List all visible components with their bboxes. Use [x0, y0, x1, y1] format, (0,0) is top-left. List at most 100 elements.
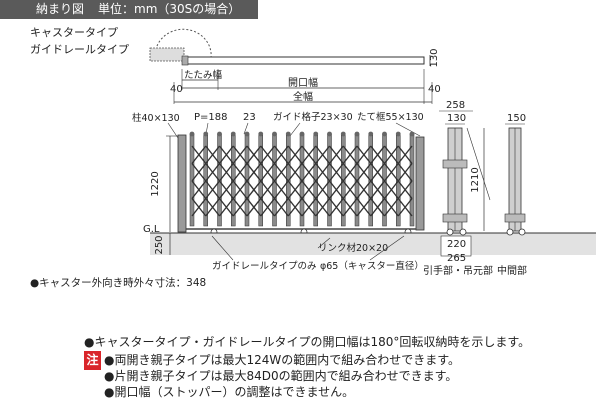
scissor-link	[397, 180, 413, 199]
scissor-link	[260, 145, 276, 164]
scissor-link	[218, 180, 234, 199]
scissor-link	[191, 180, 207, 199]
bar-cap	[244, 131, 250, 137]
caster-wheel	[518, 228, 526, 236]
scissor-link	[218, 145, 234, 164]
bar-cap	[230, 131, 236, 137]
middle-width: 150	[507, 113, 526, 124]
scissor-link	[246, 163, 262, 182]
scissor-link	[383, 198, 399, 217]
scissor-link	[370, 163, 386, 182]
left-post	[177, 134, 187, 233]
scissor-link	[342, 198, 358, 217]
scissor-link	[342, 145, 358, 164]
bar-cap	[409, 131, 415, 137]
total-width-label: 全幅	[293, 90, 313, 103]
scissor-link	[191, 198, 207, 217]
pull-depth: 130	[447, 113, 466, 124]
ground-section	[150, 233, 596, 255]
right-frame	[415, 136, 425, 231]
scissor-link	[342, 163, 358, 182]
scissor-link	[315, 198, 331, 217]
scissor-link	[260, 180, 276, 199]
header-unit: 単位：mm（30Sの場合）	[98, 2, 241, 16]
folded-outline	[149, 47, 185, 62]
diagram-header: 納まり図単位：mm（30Sの場合）	[0, 0, 258, 19]
scissor-link	[328, 163, 344, 182]
scissor-link	[383, 163, 399, 182]
caster-outer-dimension-note: ●キャスター外向き時外々寸法：348	[30, 276, 206, 289]
note-item: ●両開き親子タイプは最大124Wの範囲内で組み合わせできます。	[104, 353, 461, 367]
scissor-link	[370, 180, 386, 199]
post-top	[181, 55, 189, 66]
scissor-link	[232, 163, 248, 182]
scissor-link	[287, 198, 303, 217]
scissor-link	[397, 145, 413, 164]
pull-base-bottom: 265	[447, 253, 466, 264]
scissor-link	[397, 198, 413, 217]
side-view-middle: 150 中間部	[497, 113, 527, 277]
scissor-link	[328, 145, 344, 164]
scissor-link	[273, 180, 289, 199]
scissor-link	[246, 145, 262, 164]
scissor-link	[287, 180, 303, 199]
gap-label: 23	[243, 112, 256, 123]
scissor-link	[205, 145, 221, 164]
scissor-link	[273, 145, 289, 164]
scissor-link	[328, 180, 344, 199]
bar-cap	[395, 131, 401, 137]
bar-cap	[189, 131, 195, 137]
rail-only-label: ガイドレールタイプのみ	[212, 261, 317, 272]
scissor-link	[273, 198, 289, 217]
lattice-label: ガイド格子23×30	[273, 111, 353, 123]
note-main: ●キャスタータイプ・ガイドレールタイプの開口幅は180°回転収納時を示します。	[84, 335, 531, 349]
scissor-link	[232, 198, 248, 217]
scissor-link	[301, 180, 317, 199]
scissor-link	[301, 145, 317, 164]
scissor-link	[301, 198, 317, 217]
pull-height: 1210	[470, 167, 481, 192]
scissor-link	[356, 180, 372, 199]
scissor-link	[287, 145, 303, 164]
bar-cap	[354, 131, 360, 137]
scissor-link	[273, 163, 289, 182]
foundation-depth: 250	[154, 235, 165, 254]
scissor-link	[370, 198, 386, 217]
opening-width-label: 開口幅	[288, 76, 318, 89]
scissor-link	[315, 163, 331, 182]
pull-width: 258	[446, 100, 465, 111]
scissor-link	[246, 180, 262, 199]
scissor-link	[342, 180, 358, 199]
bar-cap	[327, 131, 332, 137]
scissor-link	[397, 163, 413, 182]
bar-cap	[340, 131, 346, 137]
bar-cap	[313, 131, 319, 137]
bar-cap	[299, 131, 305, 137]
note-badge: 注	[84, 351, 101, 370]
right-offset: 40	[428, 84, 441, 95]
scissor-link	[301, 163, 317, 182]
left-offset: 40	[170, 84, 183, 95]
scissor-link	[356, 163, 372, 182]
post-size-label: 柱40×130	[132, 112, 180, 124]
pull-base	[440, 235, 472, 257]
bar-cap	[217, 131, 222, 137]
caster-wheel	[506, 228, 514, 236]
bar-cap	[285, 131, 291, 137]
scissor-link	[246, 198, 262, 217]
scissor-link	[356, 198, 372, 217]
gate-height: 1220	[150, 171, 161, 196]
bar-cap	[368, 131, 374, 137]
scissor-link	[383, 145, 399, 164]
scissor-link	[287, 163, 303, 182]
top-depth: 130	[429, 48, 440, 67]
scissor-links	[191, 145, 413, 217]
top-view: 130 たたみ幅 開口幅 40 40 全幅	[149, 28, 441, 104]
scissor-link	[205, 180, 221, 199]
frame-label: たて框55×130	[357, 111, 424, 123]
front-view: 柱40×130 P=188 23 ガイド格子23×30 たて框55×130 12…	[132, 111, 596, 272]
caster-wheel	[459, 228, 467, 236]
scissor-link	[205, 163, 221, 182]
type-guide-rail: ガイドレールタイプ	[30, 43, 129, 56]
